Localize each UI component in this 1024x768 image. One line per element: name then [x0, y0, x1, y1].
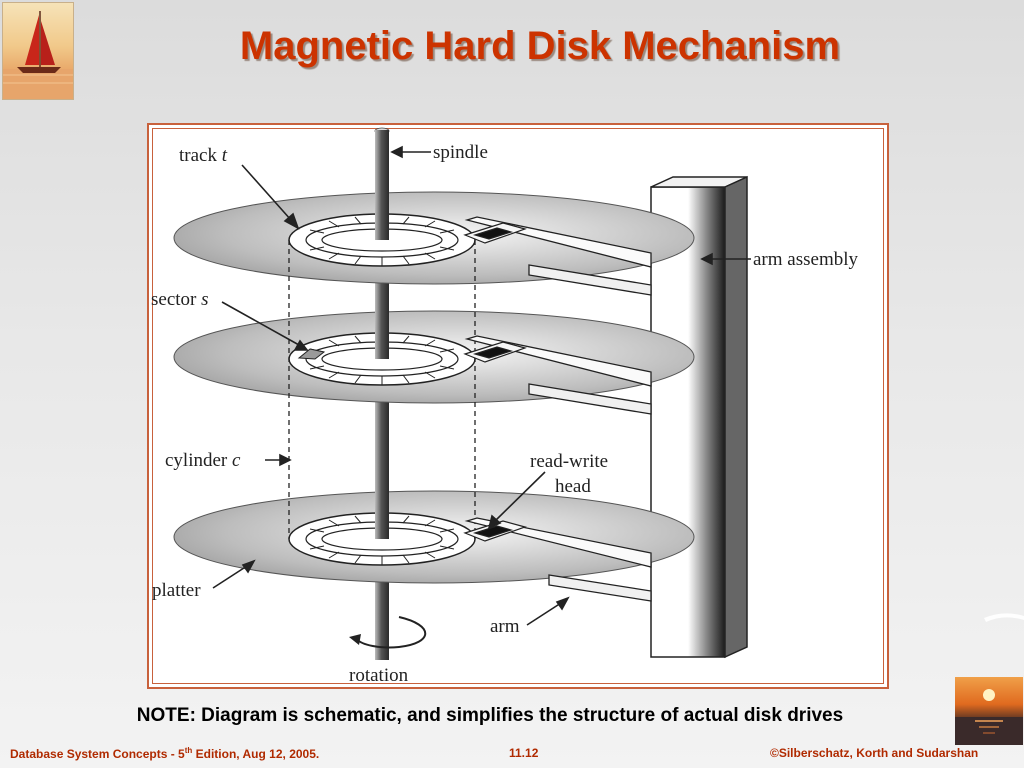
label-head: head [555, 476, 591, 497]
label-rotation: rotation [349, 665, 409, 686]
label-read-write: read-write [530, 451, 608, 472]
rotation-arrow [356, 616, 427, 649]
label-arm: arm [490, 616, 520, 637]
highlighted-sector [297, 348, 326, 360]
footer-copyright: ©Silberschatz, Korth and Sudarshan [770, 746, 979, 760]
slide-title: Magnetic Hard Disk Mechanism [239, 24, 841, 68]
platter-top [173, 191, 695, 285]
disk-mechanism-diagram: track t spindle arm assembly sector s cy… [151, 127, 859, 686]
footer-course-info: Database System Concepts - 5th Edition, … [10, 746, 320, 761]
label-arm-assembly: arm assembly [753, 249, 859, 270]
diagram-frame: track t spindle arm assembly sector s cy… [147, 123, 889, 689]
diagram-note: NOTE: Diagram is schematic, and simplifi… [136, 705, 844, 726]
label-track: track t [179, 145, 228, 166]
label-platter: platter [152, 580, 201, 601]
wave-decoration [984, 613, 1024, 622]
sunset-logo [955, 677, 1023, 745]
label-sector: sector s [151, 289, 209, 310]
label-spindle: spindle [433, 142, 488, 163]
platter-middle [173, 310, 695, 404]
cylinder-outline [288, 240, 476, 539]
label-cylinder: cylinder c [165, 450, 241, 471]
platter-bottom [173, 490, 695, 584]
diagram-inner-border [152, 128, 884, 684]
arm-assembly-post [650, 175, 748, 659]
leader-lines [212, 145, 751, 626]
sailboat-logo [2, 2, 74, 100]
footer-slide-number: 11.12 [509, 746, 539, 760]
